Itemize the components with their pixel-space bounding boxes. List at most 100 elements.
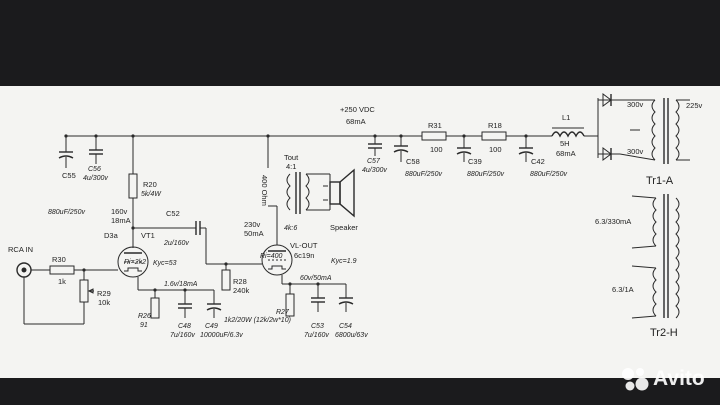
rectifier-diodes [597,93,640,161]
tr1-label: Tr1-A [646,175,674,187]
resistor-r27 [285,293,295,317]
c39-value: 880uF/250v [467,171,504,178]
tr2-winding-2: 6.3/1A [612,285,634,294]
tout-impedance: 400 Ohm [260,175,269,206]
r27-label: R27 [276,309,290,316]
capacitor-c56 [89,134,103,164]
tube-vt2 [261,244,293,276]
tube-vt1 [117,246,149,278]
vlout-label: VL-OUT [290,241,318,250]
r29-value: 10k [98,298,110,307]
c58-value: 880uF/250v [405,171,442,178]
transformer-tr2 [631,194,680,319]
speaker-icon [323,168,355,218]
potentiometer-r29 [79,279,89,303]
c55-label: C55 [62,171,76,180]
tr2-winding-1: 6.3/330mA [595,217,631,226]
c49-label: C49 [205,323,218,330]
vt1-kyc: Kyc=53 [153,260,177,267]
c54-value: 6800u/63v [335,332,368,339]
tr1-voltage-1: 300v [627,100,644,109]
supply-voltage: +250 VDC [340,105,375,114]
r30-label: R30 [52,255,66,264]
l1-current: 68mA [556,149,576,158]
c57-value: 4u/300v [362,167,387,174]
vt1-label: VT1 [141,231,155,240]
avito-logo-icon [622,368,649,391]
r18-label: R18 [488,121,502,130]
vt2-current: 50mA [244,229,264,238]
c49-value: 10000uF/6.3v [200,332,243,339]
output-transformer [286,172,331,214]
resistor-r26 [150,297,160,319]
vt1-ri: Ri=2k2 [124,259,146,266]
c56-value: 4u/300v [83,175,108,182]
r29-label: R29 [97,289,111,298]
capacitor-c57 [368,134,382,156]
r30-value: 1k [58,277,66,286]
vl-tube-type: 6c19n [294,251,314,260]
capacitor-c58 [393,134,409,162]
resistor-r30 [49,265,75,275]
c56-label: C56 [88,166,101,173]
r20-label: R20 [143,180,157,189]
r26-value: 91 [140,322,148,329]
r28-value: 240k [233,286,250,295]
capacitor-c49 [206,290,222,318]
c53-label: C53 [311,323,324,330]
c54-label: C54 [339,323,352,330]
capacitor-c39 [456,134,472,162]
vt2-cathode: 60v/50mA [300,275,332,282]
d3a-label: D3a [104,231,119,240]
tout-label: Tout [284,153,299,162]
vt2-ri: Ri=400 [260,253,282,260]
supply-current: 68mA [346,117,366,126]
watermark-text: Avito [653,367,705,390]
l1-value: 5H [560,139,570,148]
tr1-voltage-2: 300v [627,147,644,156]
c42-label: C42 [531,157,545,166]
c58-label: C58 [406,157,420,166]
rca-label: RCA IN [8,245,33,254]
r31-label: R31 [428,121,442,130]
watermark: Avito [620,364,716,394]
capacitor-c53 [311,284,325,312]
r28-label: R28 [233,277,247,286]
r18-value: 100 [489,145,502,154]
r26-label: R26 [138,313,151,320]
vt1-cathode: 1.6v/18mA [164,281,198,288]
schematic: +250 VDC 68mA R31 100 R18 100 L1 5H 68mA… [8,93,703,339]
c48-value: 7u/160v [170,332,195,339]
choke-l1 [551,131,585,138]
c52-label: C52 [166,209,180,218]
rca-jack [16,262,32,278]
capacitor-c55 [58,134,74,168]
capacitor-c42 [518,134,534,162]
vt1-current: 18mA [111,216,131,225]
c39-label: C39 [468,157,482,166]
vt1-voltage: 160v [111,207,128,216]
resistor-r18 [481,131,507,141]
l1-label: L1 [562,113,570,122]
capacitor-c48 [178,290,192,318]
speaker-label: Speaker [330,223,358,232]
capacitor-c54 [338,284,354,312]
tout-secondary: 4k:6 [284,225,297,232]
resistor-r20 [128,173,138,199]
tr1-secondary: 225v [686,101,703,110]
c57-label: C57 [367,158,381,165]
tout-ratio: 4:1 [286,162,296,171]
c55-value: 880uF/250v [48,209,85,216]
c53-value: 7u/160v [304,332,329,339]
resistor-r28 [221,269,231,291]
vt2-kyc: Kyc=1.9 [331,258,357,265]
schematic-screen: +250 VDC 68mA R31 100 R18 100 L1 5H 68mA… [0,86,720,378]
c48-label: C48 [178,323,191,330]
c42-value: 880uF/250v [530,171,567,178]
r20-value: 5k/4W [141,191,162,198]
grid-resistor-note: 1k2/20W (12k/2w*10) [224,317,291,324]
resistor-r31 [421,131,447,141]
r31-value: 100 [430,145,443,154]
vt2-voltage: 230v [244,220,261,229]
